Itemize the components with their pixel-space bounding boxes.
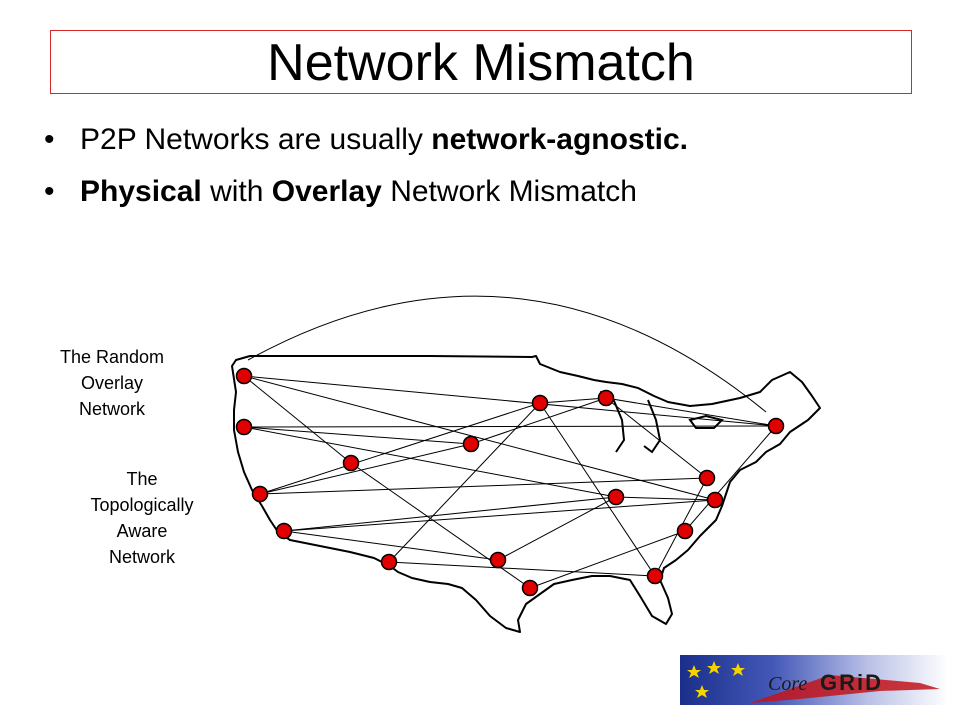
network-nodes xyxy=(235,367,785,597)
network-edge xyxy=(243,375,716,501)
network-edge xyxy=(243,375,777,427)
network-edge xyxy=(243,425,777,428)
label-random-line-3: Network xyxy=(78,399,145,419)
label-random-overlay: The Random Overlay Network xyxy=(52,344,172,422)
network-node xyxy=(646,567,664,585)
network-edge xyxy=(243,375,352,464)
network-edge xyxy=(497,496,617,561)
bullet-1-part-2: network-agnostic. xyxy=(431,123,688,156)
network-edge xyxy=(259,477,708,495)
network-edge xyxy=(539,402,656,577)
bullet-2-part-2: with xyxy=(201,175,272,208)
bullet-1-part-1: P2P Networks are usually xyxy=(80,123,432,156)
label-random-line-1: The Random xyxy=(59,347,165,367)
network-edge xyxy=(605,397,777,427)
network-node xyxy=(342,454,360,472)
logo-text-grid: GRiD xyxy=(820,670,883,695)
network-node xyxy=(275,522,293,540)
network-node xyxy=(489,551,507,569)
network-node xyxy=(235,367,253,385)
label-aware-line-4: Network xyxy=(108,547,175,567)
coregrid-logo-image: Core GRiD xyxy=(680,655,948,705)
label-aware-line-3: Aware xyxy=(116,521,168,541)
bullet-2-part-3: Overlay xyxy=(271,175,382,208)
network-node xyxy=(706,491,724,509)
network-edges xyxy=(243,295,777,589)
logo-text-core: Core xyxy=(768,673,807,695)
network-node xyxy=(607,488,625,506)
network-edge xyxy=(605,397,708,479)
overlay-arc xyxy=(247,295,767,413)
bullet-2-part-4: Network Mismatch xyxy=(381,175,637,208)
bullet-2: Physical with Overlay Network Mismatch xyxy=(44,172,688,224)
network-node xyxy=(531,394,549,412)
network-node xyxy=(676,522,694,540)
network-edge xyxy=(470,397,607,445)
network-node xyxy=(251,485,269,503)
network-node xyxy=(698,469,716,487)
network-edge xyxy=(259,443,472,495)
network-edge xyxy=(283,496,617,532)
network-edge xyxy=(283,530,499,561)
network-edge xyxy=(243,426,617,498)
network-edge xyxy=(243,426,472,445)
network-node xyxy=(462,435,480,453)
label-random-line-2: Overlay xyxy=(80,373,143,393)
network-node xyxy=(521,579,539,597)
label-aware-line-2: Topologically xyxy=(90,495,194,515)
network-edge xyxy=(684,425,777,532)
network-edge xyxy=(283,499,716,532)
network-edge xyxy=(259,402,541,495)
network-node xyxy=(380,553,398,571)
network-edge xyxy=(388,561,656,577)
bullet-2-part-1: Physical xyxy=(80,175,202,208)
network-edge xyxy=(350,462,531,589)
bullet-list: P2P Networks are usually network-agnosti… xyxy=(44,120,688,224)
network-node xyxy=(767,417,785,435)
network-node xyxy=(235,418,253,436)
network-edge xyxy=(615,496,716,501)
label-aware-line-1: The xyxy=(126,469,158,489)
coregrid-logo: Core GRiD xyxy=(680,655,948,705)
slide-title: Network Mismatch xyxy=(267,34,695,92)
network-node xyxy=(597,389,615,407)
title-box: Network Mismatch xyxy=(50,30,912,94)
network-edge xyxy=(529,530,686,589)
bullet-1: P2P Networks are usually network-agnosti… xyxy=(44,120,688,172)
label-topologically-aware: The Topologically Aware Network xyxy=(72,466,212,570)
network-edge xyxy=(539,397,607,404)
